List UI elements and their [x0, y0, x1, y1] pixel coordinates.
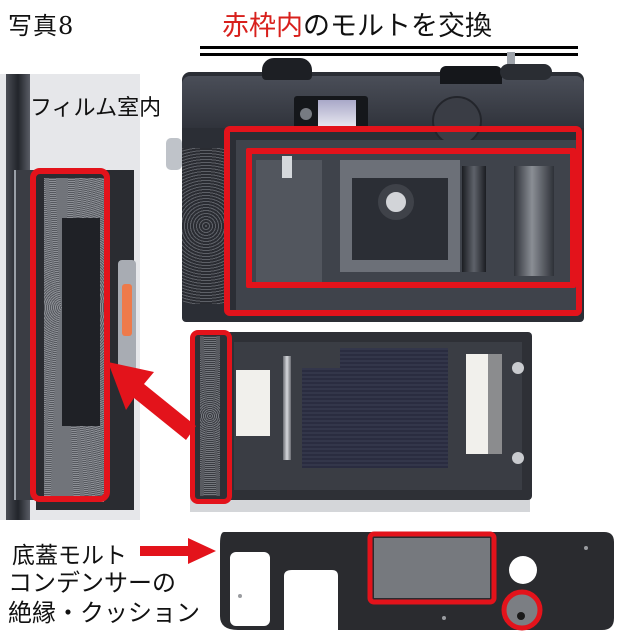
closeup-red-frame	[30, 168, 110, 502]
title-underline-top	[200, 46, 578, 49]
film-chamber-closeup-photo	[0, 74, 140, 520]
door-hinge-seal	[200, 336, 220, 496]
camera-red-frame-inner	[246, 148, 576, 288]
bottom-cover-photo	[220, 531, 614, 631]
pressure-plate	[302, 348, 448, 468]
title-underline-bottom	[200, 53, 578, 56]
door-spring	[488, 354, 502, 454]
pressure-pad	[62, 218, 100, 426]
page-title: 赤枠内のモルトを交換	[222, 4, 492, 43]
arrow-right-icon	[140, 538, 216, 564]
viewfinder-dot	[300, 108, 312, 120]
title-highlight: 赤枠内	[222, 11, 303, 42]
condenser-label-line1: コンデンサーの	[8, 569, 176, 597]
door-shadow	[190, 498, 530, 512]
film-chamber-label: フィルム室内	[30, 96, 162, 121]
asa-dial	[432, 96, 482, 146]
cassette-chamber	[256, 160, 322, 284]
viewfinder-window	[318, 100, 356, 126]
take-up-spool	[514, 166, 554, 276]
advance-lever	[262, 58, 312, 80]
sprocket	[462, 166, 486, 272]
screw-icon	[512, 452, 524, 464]
photo-number-label: 写真8	[8, 12, 75, 40]
pressure-plate-notch	[300, 346, 340, 368]
door-label-orange	[122, 284, 132, 336]
condenser-cushion-label: コンデンサーの 絶縁・クッション	[8, 568, 200, 628]
rewind-knob	[500, 64, 552, 80]
camera-top-plate	[182, 76, 584, 128]
rewind-pin	[507, 52, 515, 66]
door-red-frame	[190, 330, 232, 504]
film-memo-holder	[236, 370, 270, 436]
arrow-icon	[108, 362, 196, 440]
title-rest: のモルトを交換	[303, 11, 492, 42]
leatherette-grip	[182, 148, 230, 304]
condenser-label-line2: 絶縁・クッション	[8, 599, 200, 627]
door-rod	[283, 356, 291, 460]
cassette-pin	[282, 156, 292, 178]
strap-lug	[166, 138, 182, 170]
screw-icon	[512, 362, 524, 374]
bottom-cover-seal-label: 底蓋モルト	[12, 543, 127, 569]
accessory-shoe	[440, 66, 502, 84]
camera-red-frame-outer	[224, 126, 582, 316]
shutter-lens	[378, 184, 414, 220]
